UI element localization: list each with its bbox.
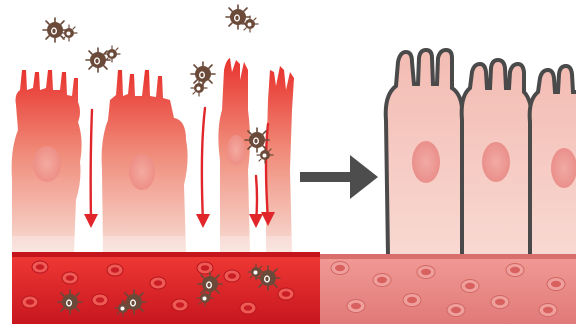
damaged-blood-vessel [12,252,320,324]
germ-icon [191,80,207,96]
damaged-nucleus [129,154,155,190]
blood-cell [539,304,557,317]
blood-cell [506,264,524,277]
blood-cell [491,296,509,309]
healthy-blood-vessel [320,254,576,324]
healthy-nucleus [551,148,576,188]
germ-icon [191,62,215,86]
blood-cell [62,272,78,284]
blood-cell [331,262,349,275]
healthy-nucleus [482,142,510,182]
blood-cell [373,274,391,287]
damaged-nucleus [33,146,61,182]
germ-icon [58,290,82,314]
blood-cell [403,294,421,307]
blood-cell [32,261,48,273]
down-arrow-icon [91,110,92,222]
germ-icon [104,46,120,62]
blood-cell [22,296,38,308]
healthy-epithelium [386,50,576,256]
blood-cell [224,270,240,282]
blood-cell [92,294,108,306]
damaged-nucleus [227,135,245,165]
blood-cell [547,278,565,291]
blood-cell [172,299,188,311]
blood-cell [107,264,123,276]
blood-cell [240,302,256,314]
blood-cell [278,288,294,300]
germ-icon [61,25,77,41]
damaged-cell [266,66,294,252]
healthy-nucleus [412,141,440,183]
blood-cell [347,300,365,313]
blood-cell [447,304,465,317]
right-arrow-icon [300,155,378,199]
blood-cell [461,280,479,293]
down-arrow-icon [202,108,205,222]
blood-cell [417,266,435,279]
blood-cell [150,277,166,289]
